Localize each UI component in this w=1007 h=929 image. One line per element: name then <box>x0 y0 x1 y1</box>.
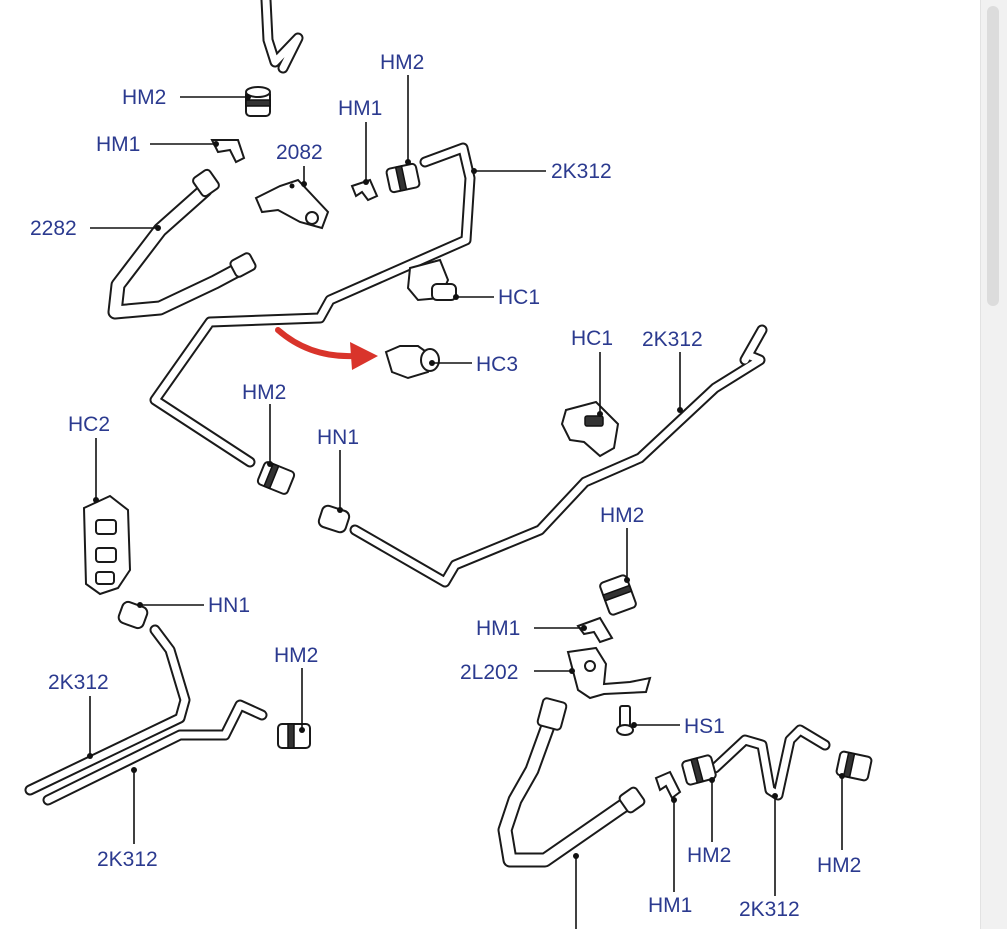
label-hn1: HN1 <box>317 426 359 449</box>
nut-hm2-lower-mid <box>256 461 296 495</box>
nut-hm2-right <box>599 574 637 616</box>
nut-hm2-mid <box>385 162 421 194</box>
clip-hm1-mid <box>350 178 379 202</box>
bracket-2082 <box>254 178 330 230</box>
nut-hm2-top <box>245 86 271 117</box>
pipes <box>24 0 831 868</box>
clip-hm1-top <box>210 139 246 164</box>
label-2k312: 2K312 <box>642 328 703 351</box>
label-hs1: HS1 <box>684 715 725 738</box>
label-2k312: 2K312 <box>97 848 158 871</box>
label-2282: 2282 <box>30 217 77 240</box>
pipe-2k312-main <box>149 142 476 468</box>
bolt-hs1 <box>616 705 634 736</box>
label-2k312: 2K312 <box>551 160 612 183</box>
pipe-2k312-right <box>349 324 768 588</box>
label-2082: 2082 <box>276 141 323 164</box>
label-2l202: 2L202 <box>460 661 518 684</box>
nut-hm2-bottom-right <box>835 750 873 782</box>
leader-lines <box>87 75 845 929</box>
label-hm1: HM1 <box>476 617 520 640</box>
label-hm1: HM1 <box>338 97 382 120</box>
parts-diagram: HM2 HM1 2282 HM1 2082 HM2 2K312 HC1 HC3 … <box>24 0 873 929</box>
label-2k312: 2K312 <box>48 671 109 694</box>
part-labels: HM2 HM1 2282 HM1 2082 HM2 2K312 HC1 HC3 … <box>30 51 861 921</box>
clip-hc1-right <box>560 400 620 458</box>
label-hm2: HM2 <box>122 86 166 109</box>
pipe-top-stub <box>260 0 304 74</box>
sleeve-hn1-upper <box>317 504 351 534</box>
label-hm2: HM2 <box>817 854 861 877</box>
label-hm2: HM2 <box>242 381 286 404</box>
label-hm1: HM1 <box>648 894 692 917</box>
fittings <box>82 86 873 800</box>
label-hm2: HM2 <box>274 644 318 667</box>
bracket-hc2 <box>82 494 132 596</box>
nut-hm2-lower-left <box>277 723 311 749</box>
label-hc2: HC2 <box>68 413 110 436</box>
scrollbar-thumb[interactable] <box>987 6 999 306</box>
vertical-scrollbar[interactable] <box>980 0 1007 929</box>
nut-hm2-bottom-left <box>681 754 717 786</box>
clip-hc1-top <box>406 258 457 302</box>
label-hc1: HC1 <box>571 327 613 350</box>
bracket-2l202 <box>566 646 652 700</box>
hose-2282 <box>107 168 257 320</box>
hose-bottom-right <box>497 697 646 868</box>
label-2k312: 2K312 <box>739 898 800 921</box>
sleeve-hn1-lower <box>117 600 149 630</box>
pipe-2k312-bottom-right <box>709 724 831 801</box>
label-hm2: HM2 <box>600 504 644 527</box>
label-hc1: HC1 <box>498 286 540 309</box>
clip-hm1-bottom <box>654 770 682 800</box>
label-hc3: HC3 <box>476 353 518 376</box>
label-hn1: HN1 <box>208 594 250 617</box>
label-hm2: HM2 <box>380 51 424 74</box>
label-hm2: HM2 <box>687 844 731 867</box>
label-hm1: HM1 <box>96 133 140 156</box>
clip-hm1-right <box>576 616 614 644</box>
callout-arrow <box>275 327 378 370</box>
pipe-2k312-lower-left <box>24 624 268 806</box>
